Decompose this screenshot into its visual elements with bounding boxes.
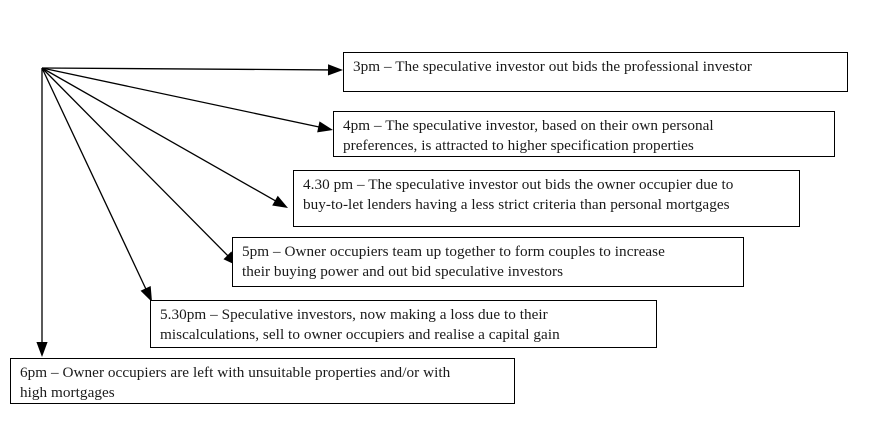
- node-box-5pm[interactable]: 5pm – Owner occupiers team up together t…: [232, 237, 744, 287]
- node-box-530pm[interactable]: 5.30pm – Speculative investors, now maki…: [150, 300, 657, 348]
- node-box-4pm[interactable]: 4pm – The speculative investor, based on…: [333, 111, 835, 157]
- node-box-430pm[interactable]: 4.30 pm – The speculative investor out b…: [293, 170, 800, 227]
- node-label-6pm: 6pm – Owner occupiers are left with unsu…: [20, 364, 451, 402]
- node-label-4pm: 4pm – The speculative investor, based on…: [343, 117, 714, 155]
- node-label-430pm: 4.30 pm – The speculative investor out b…: [303, 176, 734, 214]
- arrow-line-node-530pm: [41, 67, 148, 291]
- arrow-head-node-430pm: [272, 195, 288, 208]
- arrow-head-node-3pm: [327, 64, 343, 76]
- node-label-530pm: 5.30pm – Speculative investors, now maki…: [160, 306, 560, 344]
- node-label-5pm: 5pm – Owner occupiers team up together t…: [242, 243, 665, 281]
- arrow-line-node-3pm: [41, 67, 331, 71]
- node-box-3pm[interactable]: 3pm – The speculative investor out bids …: [343, 52, 848, 92]
- arrow-head-node-4pm: [317, 121, 333, 133]
- node-box-6pm[interactable]: 6pm – Owner occupiers are left with unsu…: [10, 358, 515, 404]
- arrow-line-node-5pm: [41, 67, 230, 258]
- arrow-line-node-4pm: [41, 67, 321, 128]
- arrow-line-node-430pm: [41, 67, 278, 203]
- arrow-head-node-6pm: [36, 342, 48, 357]
- node-label-3pm: 3pm – The speculative investor out bids …: [353, 58, 753, 75]
